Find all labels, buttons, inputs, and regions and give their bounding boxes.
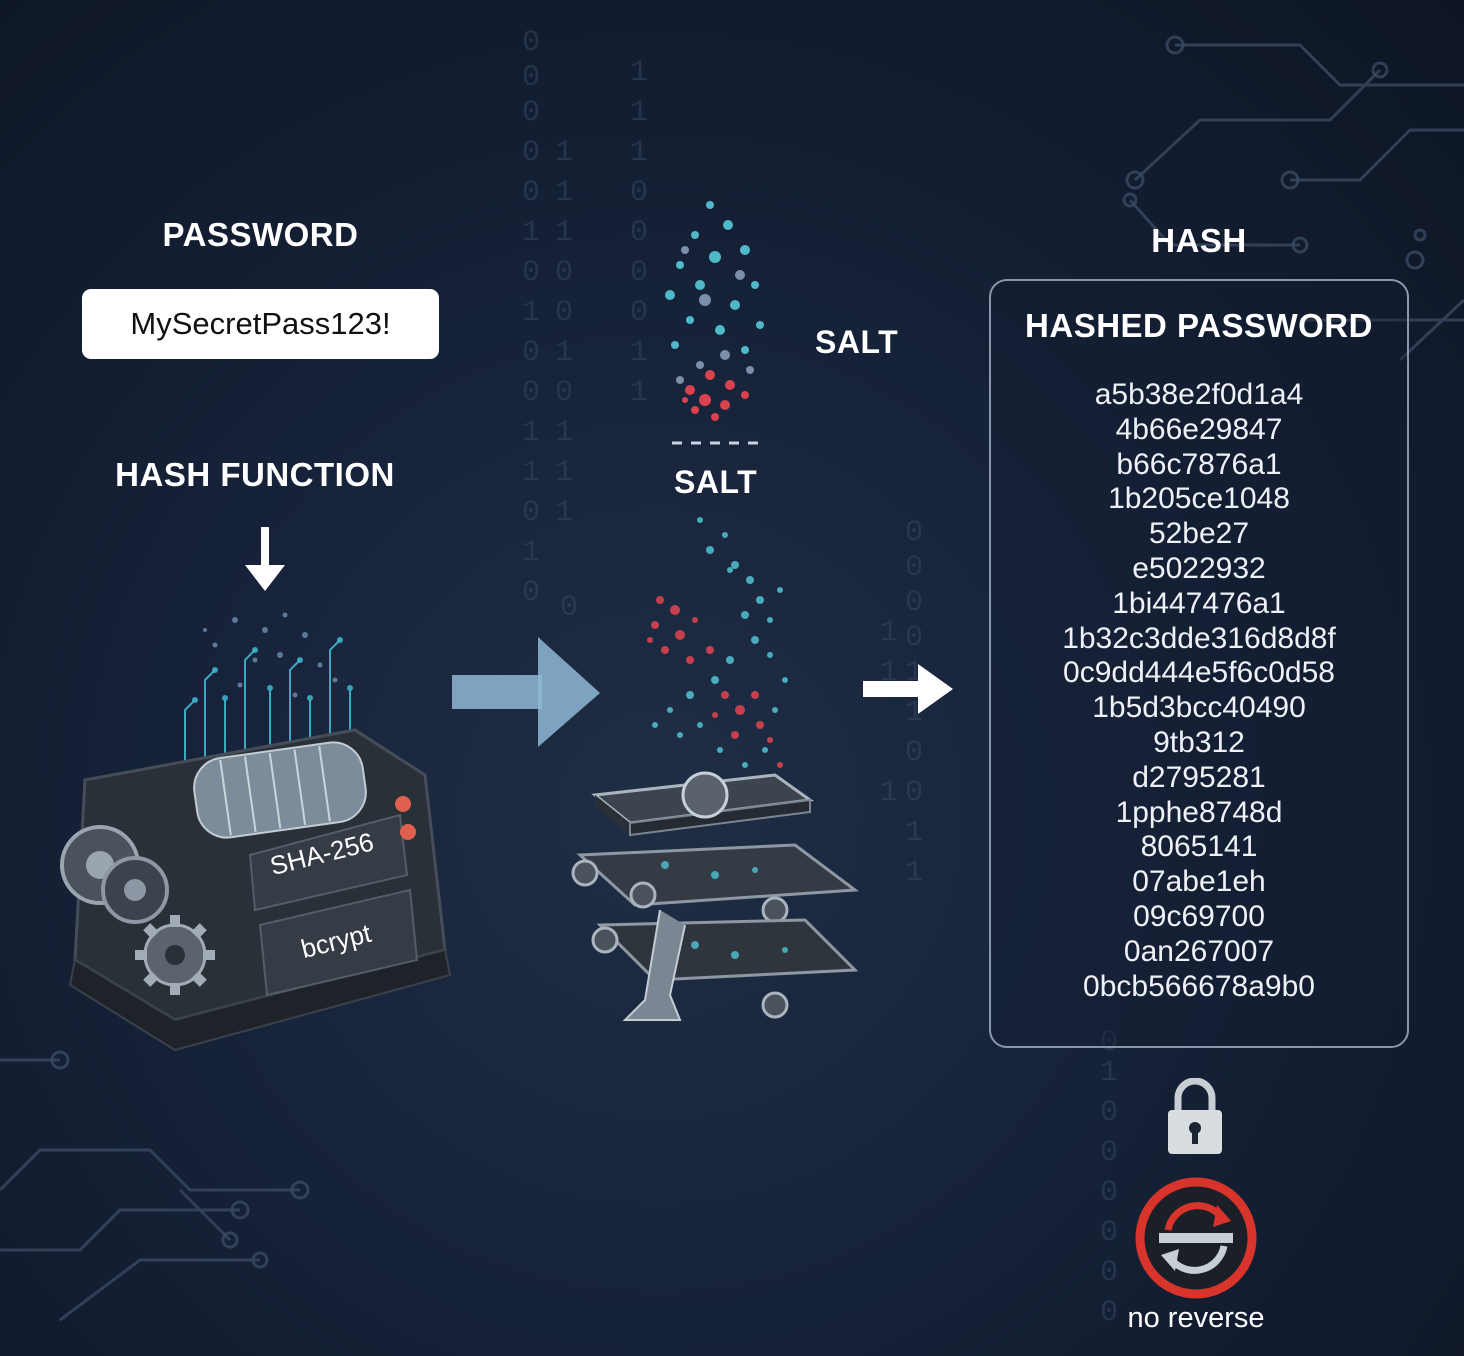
conveyor-stack [565, 755, 865, 1035]
password-heading: PASSWORD [82, 216, 439, 254]
hash-heading: HASH [989, 222, 1409, 260]
svg-text:0: 0 [555, 376, 573, 410]
svg-text:1: 1 [555, 136, 573, 170]
salt-particles-top [650, 195, 780, 435]
hash-line: 4b66e29847 [989, 413, 1409, 448]
hash-line: 8065141 [989, 830, 1409, 865]
svg-text:0: 0 [522, 256, 540, 290]
svg-text:0: 0 [522, 96, 540, 130]
hash-line: 1bi447476a1 [989, 587, 1409, 622]
svg-text:0: 0 [905, 776, 923, 810]
svg-text:1: 1 [555, 336, 573, 370]
svg-text:1: 1 [522, 456, 540, 490]
hash-line: 9tb312 [989, 726, 1409, 761]
right-arrow-icon-small [863, 664, 955, 714]
hash-line: b66c7876a1 [989, 448, 1409, 483]
hash-line: a5b38e2f0d1a4 [989, 378, 1409, 413]
svg-text:0: 0 [630, 296, 648, 330]
svg-text:1: 1 [630, 336, 648, 370]
svg-text:1: 1 [522, 296, 540, 330]
hash-line: 07abe1eh [989, 865, 1409, 900]
salt-label-top: SALT [815, 324, 898, 361]
no-reverse-icon [1133, 1175, 1259, 1301]
svg-text:0: 0 [905, 551, 923, 585]
svg-text:0: 0 [630, 176, 648, 210]
gear-icon [135, 915, 215, 995]
svg-text:1: 1 [630, 96, 648, 130]
svg-text:1: 1 [555, 176, 573, 210]
svg-text:1: 1 [630, 56, 648, 90]
hash-line: 1b32c3dde316d8d8f [989, 622, 1409, 657]
svg-text:1: 1 [555, 496, 573, 530]
svg-text:0: 0 [522, 376, 540, 410]
svg-text:0: 0 [555, 296, 573, 330]
svg-text:1: 1 [555, 216, 573, 250]
no-reverse-label: no reverse [1096, 1302, 1296, 1335]
svg-text:0: 0 [522, 176, 540, 210]
svg-text:0: 0 [522, 496, 540, 530]
svg-text:1: 1 [630, 136, 648, 170]
hash-line: 1b5d3bcc40490 [989, 691, 1409, 726]
svg-text:1: 1 [905, 856, 923, 890]
hash-line: 0an267007 [989, 935, 1409, 970]
svg-text:1: 1 [630, 376, 648, 410]
svg-text:0: 0 [1100, 1256, 1118, 1290]
svg-text:0: 0 [905, 586, 923, 620]
salt-separator [672, 438, 762, 448]
hash-line: 1b205ce1048 [989, 482, 1409, 517]
lock-icon [1166, 1078, 1224, 1156]
hash-line: 1pphe8748d [989, 796, 1409, 831]
hash-line: 09c69700 [989, 900, 1409, 935]
svg-text:0: 0 [1100, 1136, 1118, 1170]
svg-text:0: 0 [522, 336, 540, 370]
svg-text:1: 1 [905, 816, 923, 850]
svg-text:1: 1 [880, 616, 898, 650]
svg-text:0: 0 [555, 256, 573, 290]
hash-line: 0c9dd444e5f6c0d58 [989, 656, 1409, 691]
hash-line: e5022932 [989, 552, 1409, 587]
hash-line: 52be27 [989, 517, 1409, 552]
svg-text:0: 0 [630, 256, 648, 290]
svg-text:0: 0 [905, 736, 923, 770]
svg-text:0: 0 [522, 136, 540, 170]
svg-text:1: 1 [522, 416, 540, 450]
svg-text:1: 1 [1100, 1056, 1118, 1090]
svg-text:0: 0 [1100, 1216, 1118, 1250]
hash-machine [55, 600, 455, 1060]
down-arrow-icon [243, 527, 287, 593]
svg-text:0: 0 [522, 576, 540, 610]
svg-text:1: 1 [522, 216, 540, 250]
salt-mixing-particles [630, 510, 810, 790]
svg-text:0: 0 [522, 61, 540, 95]
svg-text:1: 1 [555, 416, 573, 450]
svg-text:0: 0 [905, 621, 923, 655]
hash-line: d2795281 [989, 761, 1409, 796]
hash-output-lines: a5b38e2f0d1a4 4b66e29847 b66c7876a1 1b20… [989, 378, 1409, 1004]
svg-text:0: 0 [630, 216, 648, 250]
svg-text:0: 0 [1100, 1176, 1118, 1210]
svg-text:1: 1 [880, 776, 898, 810]
svg-text:0: 0 [1100, 1096, 1118, 1130]
svg-text:0: 0 [560, 591, 578, 625]
password-input: MySecretPass123! [82, 289, 439, 359]
svg-text:0: 0 [522, 26, 540, 60]
hash-line: 0bcb566678a9b0 [989, 970, 1409, 1005]
hashed-password-title: HASHED PASSWORD [989, 307, 1409, 345]
svg-text:1: 1 [522, 536, 540, 570]
hash-function-heading: HASH FUNCTION [90, 456, 420, 494]
right-arrow-icon [452, 637, 602, 749]
salt-label-middle: SALT [674, 464, 757, 501]
svg-text:0: 0 [905, 516, 923, 550]
svg-text:1: 1 [555, 456, 573, 490]
